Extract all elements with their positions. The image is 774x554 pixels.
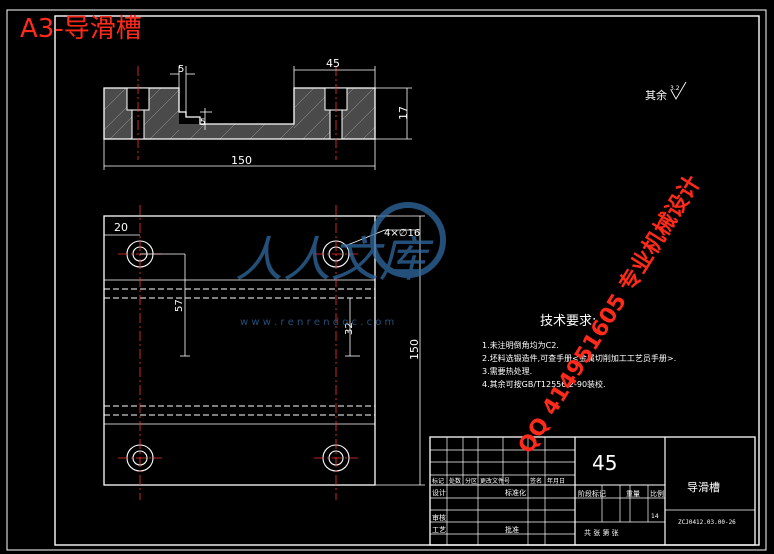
watermark-logo-icon — [370, 202, 446, 278]
title-block — [429, 436, 756, 546]
tb-design: 设计 — [432, 488, 446, 497]
tb-hdr-doc: 更改文件号 — [480, 477, 510, 485]
tb-material: 45 — [592, 451, 617, 475]
roughness-label: 其余 — [645, 88, 667, 102]
front-view: 5 5 45 17 150 — [103, 57, 412, 170]
plan-view: 20 4×∅16 57 32 150 — [103, 205, 425, 500]
watermark-site: w w w . r e n r e n d o c . c o m — [240, 317, 394, 328]
tb-hdr-sign: 签名 — [530, 477, 542, 485]
tb-scale: 比例 — [650, 489, 664, 498]
roughness-icon — [670, 81, 687, 100]
tech-req-title: 技术要求: — [540, 314, 596, 329]
tb-process: 工艺 — [432, 526, 446, 534]
tb-weight: 重量 — [626, 490, 640, 498]
tb-sheets: 共 张 第 张 — [584, 528, 619, 537]
tb-hdr-zone: 分区 — [465, 477, 477, 485]
tb-hdr-date: 年月日 — [547, 477, 565, 485]
dim-width-45: 45 — [326, 57, 340, 70]
title-block-text: 标记 处数 分区 更改文件号 签名 年月日 设计 标准化 审核 工艺 批准 45… — [432, 451, 736, 537]
tb-part-name: 导滑槽 — [687, 481, 720, 494]
outer-border — [6, 9, 767, 551]
tech-req-item: 4.其余可按GB/T12556.2-90装校. — [482, 379, 606, 389]
dim-20: 20 — [114, 221, 128, 234]
tb-scale-num: 14 — [651, 513, 659, 520]
tb-hdr-count: 处数 — [449, 477, 461, 485]
tb-check: 审核 — [432, 513, 446, 522]
watermark: 人人文库 w w w . r e n r e n d o c . c o m — [235, 202, 446, 328]
dim-height-17: 17 — [397, 106, 410, 120]
tech-req-item: 2.坯料选锻造件,可查手册<金属切削加工工艺员手册>. — [482, 353, 676, 363]
sheet-title: A3-导滑槽 — [20, 14, 142, 44]
tb-approve: 批准 — [505, 525, 519, 534]
tb-stage: 阶段标记 — [578, 489, 606, 498]
tb-hdr-mark: 标记 — [432, 477, 444, 485]
dim-length-150: 150 — [231, 154, 252, 167]
tech-requirements: 技术要求: 1.未注明倒角均为C2. 2.坯料选锻造件,可查手册<金属切削加工工… — [482, 314, 676, 389]
tech-req-item: 3.需要热处理. — [482, 366, 532, 376]
dim-32: 32 — [344, 322, 355, 335]
dim-slot-5: 5 — [178, 64, 184, 75]
dim-depth-5: 5 — [200, 118, 206, 128]
watermark-logo-text: 人人文库 — [235, 232, 434, 288]
roughness-value: 3.2 — [670, 85, 680, 92]
tech-req-item: 1.未注明倒角均为C2. — [482, 340, 559, 350]
dim-150: 150 — [408, 339, 421, 360]
tb-drawing-no: ZCJ0412.03.00-26 — [678, 519, 736, 526]
dim-57: 57 — [174, 299, 185, 312]
dim-holes: 4×∅16 — [384, 228, 420, 239]
tb-standard: 标准化 — [505, 488, 526, 497]
inner-border — [54, 15, 760, 546]
